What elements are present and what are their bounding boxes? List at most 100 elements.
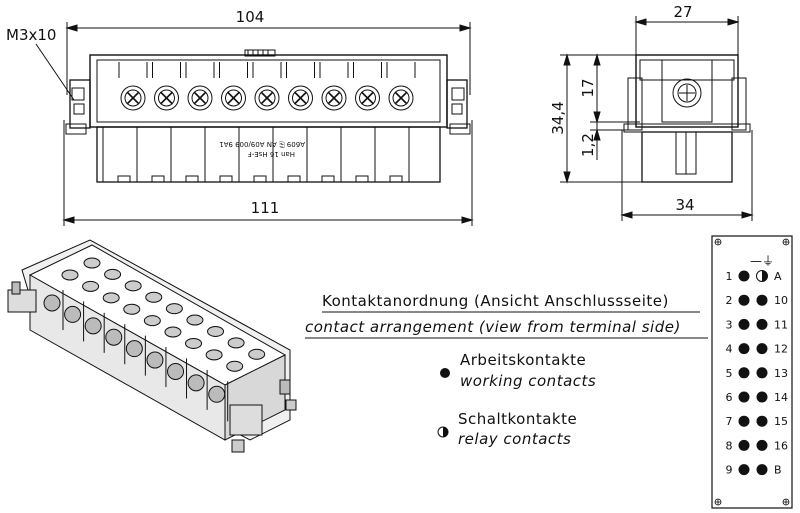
working-contact-dot — [738, 391, 750, 403]
side-view — [560, 16, 754, 221]
pin-row: 4 12 — [726, 343, 789, 356]
legend-heading-de: Kontaktanordnung (Ansicht Anschlussseite… — [322, 292, 669, 310]
working-contact-dot — [738, 464, 750, 476]
pin-number-left: 8 — [726, 439, 733, 452]
legend-heading-en: contact arrangement (view from terminal … — [305, 318, 681, 336]
working-contact-dot — [756, 367, 768, 379]
relay-contact-dot — [756, 270, 768, 282]
pin-number-right: B — [774, 464, 782, 477]
front-view — [35, 22, 474, 226]
ground-symbol: —⏚ — [750, 254, 774, 268]
working-contact-dot — [738, 343, 750, 355]
pin-number-right: A — [774, 270, 782, 283]
terminal-screw — [118, 62, 148, 111]
pin-number-left: 7 — [726, 415, 733, 428]
working-contact-dot — [738, 318, 750, 330]
working-contact-dot — [756, 318, 768, 330]
dimension-104-label: 104 — [236, 8, 265, 26]
pin-number-left: 9 — [726, 464, 733, 477]
working-contact-dot — [738, 270, 750, 282]
working-contact-symbol — [440, 368, 450, 378]
working-contact-dot — [756, 464, 768, 476]
working-contacts-en: working contacts — [460, 372, 596, 390]
relay-contact-symbol — [437, 426, 449, 438]
working-contact-dot — [738, 415, 750, 427]
bottom-tooth — [287, 175, 301, 183]
bottom-tooth — [253, 175, 267, 183]
pin-number-left: 6 — [726, 391, 733, 404]
iso-contact-cell — [43, 257, 101, 330]
pin-number-left: 1 — [726, 270, 733, 283]
pin-number-right: 15 — [774, 415, 788, 428]
terminal-screw — [219, 62, 248, 111]
pin-row: 2 10 — [726, 294, 789, 307]
iso-contact-cell — [146, 314, 204, 388]
pin-layout-frame — [711, 235, 793, 509]
pin-number-left: 2 — [726, 294, 733, 307]
corner-marks — [714, 238, 790, 506]
bottom-tooth — [219, 175, 233, 183]
bottom-tooth — [389, 175, 403, 183]
dimension-1-2-label: 1,2 — [579, 133, 597, 157]
pin-number-right: 13 — [774, 367, 788, 380]
part-marking-line2: Han 16 HsE-F — [248, 150, 295, 158]
dimension-17-label: 17 — [579, 78, 597, 97]
working-contact-dot — [756, 439, 768, 451]
dimension-27-label: 27 — [673, 3, 692, 21]
relay-contacts-en: relay contacts — [458, 430, 571, 448]
pin-number-right: 14 — [774, 391, 788, 404]
pin-number-right: 11 — [774, 318, 788, 331]
working-contact-dot — [738, 367, 750, 379]
relay-contacts-de: Schaltkontakte — [458, 410, 577, 428]
pin-number-left: 3 — [726, 318, 733, 331]
bottom-tooth — [185, 175, 199, 183]
terminal-screw — [185, 62, 215, 111]
pin-row: 7 15 — [726, 415, 789, 428]
terminal-screw — [386, 62, 416, 111]
iso-contact-cell — [105, 291, 163, 365]
iso-contact-cell — [167, 325, 225, 399]
pin-number-right: 16 — [774, 439, 788, 452]
pin-number-left: 5 — [726, 367, 733, 380]
terminal-screw — [353, 62, 382, 111]
pin-number-left: 4 — [726, 343, 733, 356]
pin-row: 8 16 — [726, 439, 789, 452]
iso-contact-cell — [125, 303, 183, 376]
isometric-view — [7, 239, 297, 453]
terminal-screw — [286, 62, 315, 111]
iso-contact-cell — [208, 348, 266, 422]
pin-number-right: 10 — [774, 294, 788, 307]
pin-number-right: 12 — [774, 343, 788, 356]
legend: Kontaktanordnung (Ansicht Anschlussseite… — [305, 292, 708, 448]
iso-contact-cell — [64, 268, 122, 342]
bottom-tooth — [321, 175, 335, 183]
terminal-screw — [319, 62, 349, 111]
working-contact-dot — [756, 294, 768, 306]
pin-row: 5 13 — [726, 367, 789, 380]
dimension-111-label: 111 — [251, 199, 280, 217]
bottom-tooth — [355, 175, 369, 183]
iso-contact-cell — [187, 337, 245, 410]
thread-callout: M3x10 — [6, 26, 56, 44]
dimension-34-label: 34 — [675, 196, 694, 214]
working-contacts-de: Arbeitskontakte — [460, 351, 586, 369]
bottom-tooth — [117, 175, 131, 183]
terminal-screw — [152, 62, 181, 111]
dimension-34-4-label: 34,4 — [549, 101, 567, 134]
working-contact-dot — [756, 391, 768, 403]
pin-row: 3 11 — [726, 318, 789, 331]
working-contact-dot — [738, 439, 750, 451]
working-contact-dot — [756, 415, 768, 427]
pin-row: 6 14 — [726, 391, 789, 404]
working-contact-dot — [756, 343, 768, 355]
bottom-tooth — [151, 175, 165, 183]
part-marking-line1: A609 ⎘ AN A09/009 9A1 — [219, 140, 305, 148]
iso-contact-cell — [84, 280, 142, 353]
terminal-screw — [252, 62, 282, 111]
working-contact-dot — [738, 294, 750, 306]
